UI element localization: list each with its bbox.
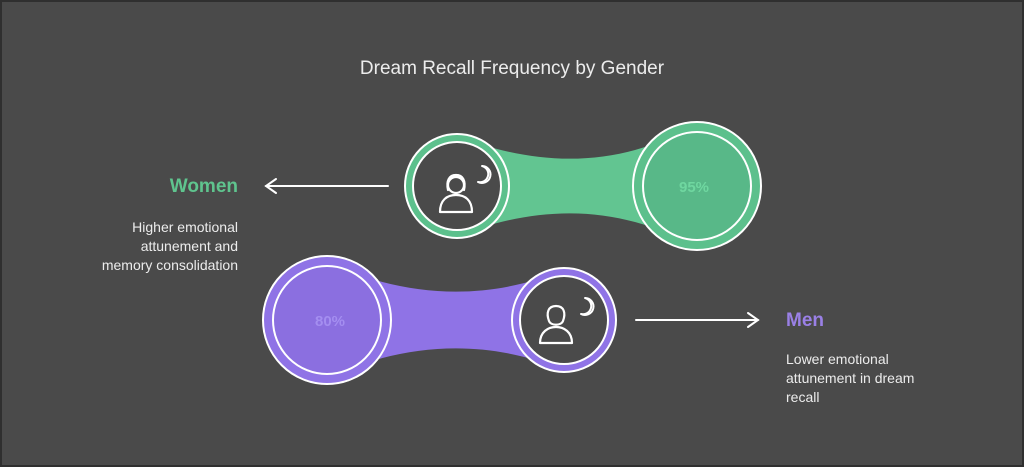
men-value-text: 80% <box>315 313 345 330</box>
men-label: Men <box>786 310 824 331</box>
women-description-line: Higher emotional <box>132 219 238 235</box>
men-connector <box>327 262 564 378</box>
women-description-line: attunement and <box>140 238 238 254</box>
women-description-line: memory consolidation <box>101 257 238 273</box>
women-label: Women <box>169 176 238 197</box>
women-value-text: 95% <box>679 179 709 196</box>
men-description-line: Lower emotional <box>786 351 889 367</box>
men-arrow <box>635 312 760 328</box>
women-description: Higher emotional attunement and memory c… <box>58 218 238 275</box>
woman-dreaming-icon <box>438 165 492 214</box>
men-value-circle-inner <box>272 265 382 375</box>
women-connector <box>457 124 697 248</box>
women-dumbbell: 95% <box>404 121 762 251</box>
women-value-circle-inner <box>642 131 752 241</box>
page-title: Dream Recall Frequency by Gender <box>359 58 665 79</box>
women-arrow <box>264 178 389 194</box>
man-dreaming-icon <box>538 297 595 345</box>
men-description: Lower emotional attunement in dream reca… <box>786 350 966 407</box>
men-dumbbell: 80% <box>262 255 617 385</box>
men-description-line: attunement in dream <box>786 370 915 386</box>
women-icon-circle-inner <box>412 141 502 231</box>
men-description-line: recall <box>786 389 820 405</box>
